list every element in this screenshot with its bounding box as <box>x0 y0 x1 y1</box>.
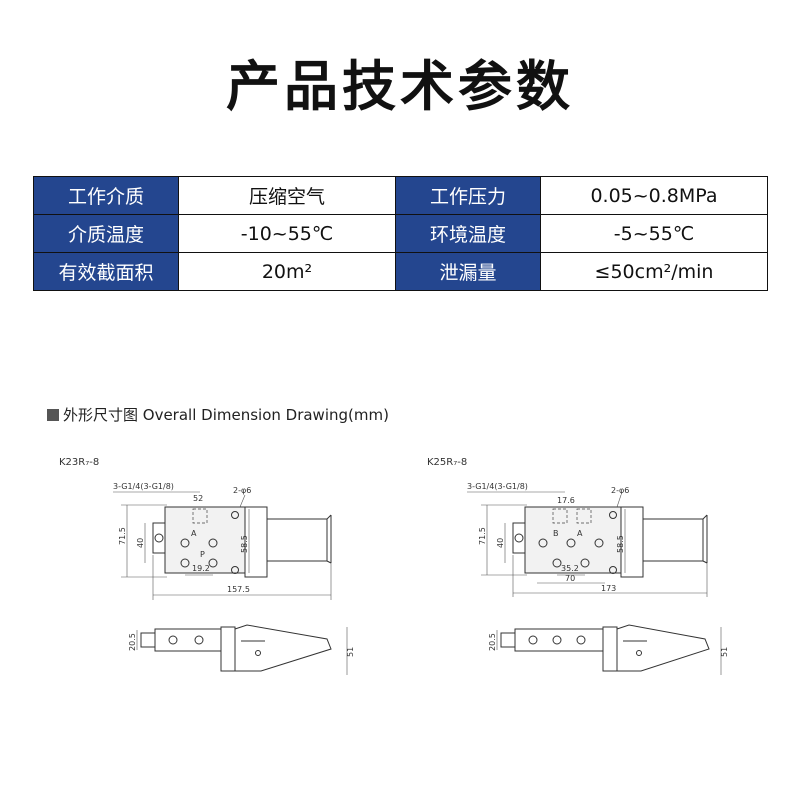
lever-head <box>266 518 328 562</box>
lever-edge <box>326 560 332 564</box>
port-label: 3-G1/4(3-G1/8) <box>113 482 174 491</box>
dim-71-5: 71.5 <box>478 527 487 545</box>
leader-line <box>239 494 246 508</box>
side-port <box>194 635 204 645</box>
port-circle <box>594 538 604 548</box>
dim-20-5: 20.5 <box>128 633 137 651</box>
port-circle <box>154 533 164 543</box>
spec-label: 工作压力 <box>395 176 541 215</box>
hole-label: 2-φ6 <box>233 486 251 495</box>
spec-value: -5~55℃ <box>540 214 768 253</box>
table-row: 工作介质 压缩空气 工作压力 0.05~0.8MPa <box>33 176 768 215</box>
valve-body <box>164 506 246 574</box>
dim-70: 70 <box>565 574 575 583</box>
drawing-k25: K25R₇-8 3-G1/4(3-G1/8) 2-φ6 17.6 14 71.5… <box>425 445 735 685</box>
section-heading: 外形尺寸图 Overall Dimension Drawing(mm) <box>47 404 389 425</box>
spec-label: 泄漏量 <box>395 252 541 291</box>
spec-value: 20m² <box>178 252 396 291</box>
side-port <box>528 635 538 645</box>
port-circle <box>566 538 576 548</box>
dim-20-5: 20.5 <box>488 633 497 651</box>
dim-40: 40 <box>136 538 145 548</box>
spec-value: ≤50cm²/min <box>540 252 768 291</box>
port-b-label: B <box>553 529 559 538</box>
port-hidden <box>192 508 208 524</box>
side-port <box>552 635 562 645</box>
dim-51: 51 <box>720 647 729 657</box>
port-circle <box>208 538 218 548</box>
hole-label: 2-φ6 <box>611 486 629 495</box>
port-circle <box>580 558 590 568</box>
dim-157-5: 157.5 <box>227 585 250 594</box>
spec-value: 0.05~0.8MPa <box>540 176 768 215</box>
spec-value: -10~55℃ <box>178 214 396 253</box>
dim-52: 52 <box>193 494 203 503</box>
valve-end-cap <box>512 522 526 554</box>
dim-17-6: 17.6 <box>557 496 575 505</box>
spec-label: 有效截面积 <box>33 252 179 291</box>
side-body <box>154 628 222 652</box>
port-hidden <box>552 508 568 524</box>
dim-19-2: 19.2 <box>192 564 210 573</box>
side-cap <box>140 632 156 648</box>
spec-table: 工作介质 压缩空气 工作压力 0.05~0.8MPa 介质温度 -10~55℃ … <box>33 176 768 291</box>
dim-71-5: 71.5 <box>118 527 127 545</box>
spec-value: 压缩空气 <box>178 176 396 215</box>
side-cap <box>500 632 516 648</box>
port-p-label: P <box>200 550 205 559</box>
mount-hole <box>609 566 617 574</box>
dim-51: 51 <box>346 647 355 657</box>
port-label: 3-G1/4(3-G1/8) <box>467 482 528 491</box>
mount-hole <box>231 566 239 574</box>
side-pivot <box>255 650 261 656</box>
spec-label: 环境温度 <box>395 214 541 253</box>
table-row: 介质温度 -10~55℃ 环境温度 -5~55℃ <box>33 214 768 253</box>
lever-edge <box>702 514 708 520</box>
page-title: 产品技术参数 <box>226 55 574 118</box>
section-heading-text: 外形尺寸图 Overall Dimension Drawing(mm) <box>63 406 389 424</box>
valve-end-cap <box>152 522 166 554</box>
port-circle <box>208 558 218 568</box>
spec-label: 工作介质 <box>33 176 179 215</box>
dim-58-5: 58.5 <box>616 535 625 553</box>
k25-drawing-svg: K25R₇-8 3-G1/4(3-G1/8) 2-φ6 17.6 14 71.5… <box>427 457 729 675</box>
port-circle <box>538 538 548 548</box>
model-label: K23R₇-8 <box>59 457 99 468</box>
square-bullet-icon <box>47 408 59 421</box>
lever-head <box>642 518 704 562</box>
side-body <box>514 628 604 652</box>
side-port <box>168 635 178 645</box>
dim-40: 40 <box>496 538 505 548</box>
side-lever <box>234 624 332 672</box>
k23-drawing-svg: K23R₇-8 3-G1/4(3-G1/8) 2-φ6 52 14 71.5 4… <box>59 457 355 675</box>
port-circle <box>514 533 524 543</box>
leader-line <box>616 494 622 508</box>
mount-hole <box>609 511 617 519</box>
port-a-label: A <box>577 529 583 538</box>
side-port <box>576 635 586 645</box>
port-circle <box>552 558 562 568</box>
dim-173: 173 <box>601 584 616 593</box>
drawing-k23: K23R₇-8 3-G1/4(3-G1/8) 2-φ6 52 14 71.5 4… <box>55 445 365 685</box>
port-a-label: A <box>191 529 197 538</box>
side-lever <box>616 624 710 672</box>
dim-58-5: 58.5 <box>240 535 249 553</box>
table-row: 有效截面积 20m² 泄漏量 ≤50cm²/min <box>33 252 768 291</box>
model-label: K25R₇-8 <box>427 457 467 468</box>
lever-edge <box>326 514 332 520</box>
side-plate <box>602 626 618 672</box>
port-circle <box>180 558 190 568</box>
mount-hole <box>231 511 239 519</box>
port-hidden <box>576 508 592 524</box>
side-plate <box>220 626 236 672</box>
side-pivot <box>636 650 642 656</box>
lever-edge <box>702 560 708 564</box>
spec-label: 介质温度 <box>33 214 179 253</box>
dim-35-2: 35.2 <box>561 564 579 573</box>
port-circle <box>180 538 190 548</box>
